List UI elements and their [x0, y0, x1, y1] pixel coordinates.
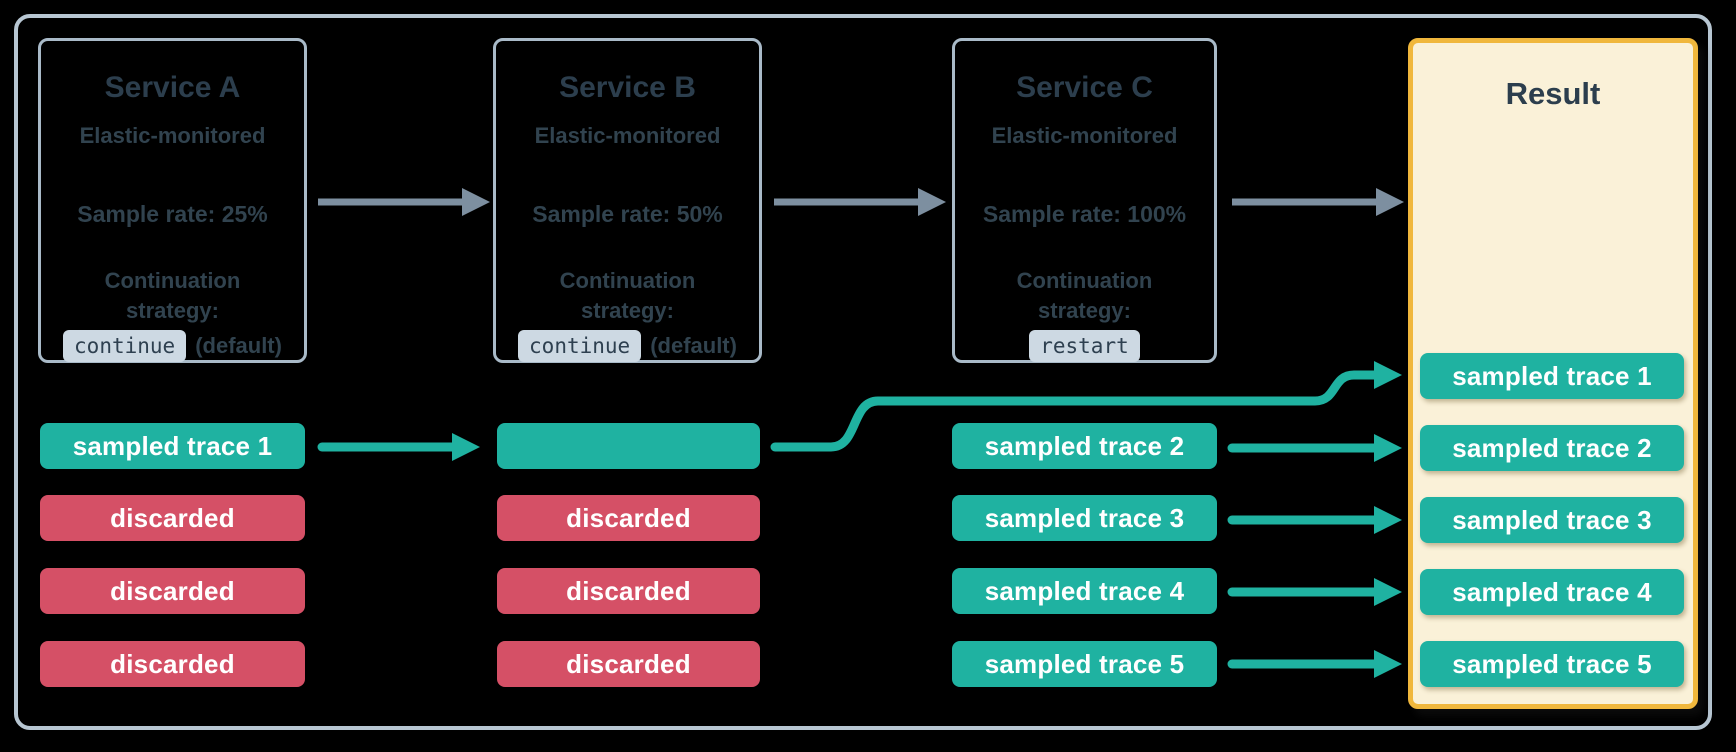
service-title: Service C	[1016, 71, 1153, 104]
continuation-label: Continuation strategy:	[104, 268, 241, 323]
service-monitored-label: Elastic-monitored	[79, 123, 266, 148]
sample-rate-label: Sample rate: 100%	[982, 201, 1187, 227]
service-b-box: Service B Elastic-monitored Sample rate:…	[493, 38, 762, 363]
result-trace-chip: sampled trace 1	[1420, 353, 1684, 399]
result-trace-chip: sampled trace 3	[1420, 497, 1684, 543]
service-a-box: Service A Elastic-monitored Sample rate:…	[38, 38, 307, 363]
service-monitored-label: Elastic-monitored	[991, 123, 1178, 148]
strategy-row: restart	[1029, 330, 1140, 362]
trace-chip: sampled trace 4	[952, 568, 1217, 614]
result-trace-chip: sampled trace 5	[1420, 641, 1684, 687]
discarded-chip: discarded	[497, 495, 760, 541]
discarded-chip: discarded	[40, 641, 305, 687]
outer-frame	[14, 14, 1712, 730]
service-c-box: Service C Elastic-monitored Sample rate:…	[952, 38, 1217, 363]
discarded-chip: discarded	[40, 495, 305, 541]
strategy-row: continue (default)	[63, 330, 282, 362]
trace-chip: sampled trace 3	[952, 495, 1217, 541]
service-title: Service A	[104, 71, 241, 104]
service-title: Service B	[559, 71, 696, 104]
service-monitored-label: Elastic-monitored	[534, 123, 721, 148]
strategy-code-chip: restart	[1029, 330, 1140, 362]
continuation-label: Continuation strategy:	[559, 268, 696, 323]
strategy-code-chip: continue	[518, 330, 642, 362]
strategy-default-label: (default)	[650, 333, 737, 358]
strategy-code-chip: continue	[63, 330, 187, 362]
discarded-chip: discarded	[497, 641, 760, 687]
sample-rate-label: Sample rate: 25%	[77, 201, 268, 227]
continuation-label: Continuation strategy:	[1016, 268, 1153, 323]
strategy-row: continue (default)	[518, 330, 737, 362]
discarded-chip: discarded	[40, 568, 305, 614]
trace-chip-unlabeled	[497, 423, 760, 469]
result-title: Result	[1505, 76, 1601, 111]
result-trace-chip: sampled trace 2	[1420, 425, 1684, 471]
strategy-default-label: (default)	[195, 333, 282, 358]
trace-chip: sampled trace 1	[40, 423, 305, 469]
discarded-chip: discarded	[497, 568, 760, 614]
trace-chip: sampled trace 2	[952, 423, 1217, 469]
result-trace-chip: sampled trace 4	[1420, 569, 1684, 615]
trace-chip: sampled trace 5	[952, 641, 1217, 687]
sample-rate-label: Sample rate: 50%	[532, 201, 723, 227]
